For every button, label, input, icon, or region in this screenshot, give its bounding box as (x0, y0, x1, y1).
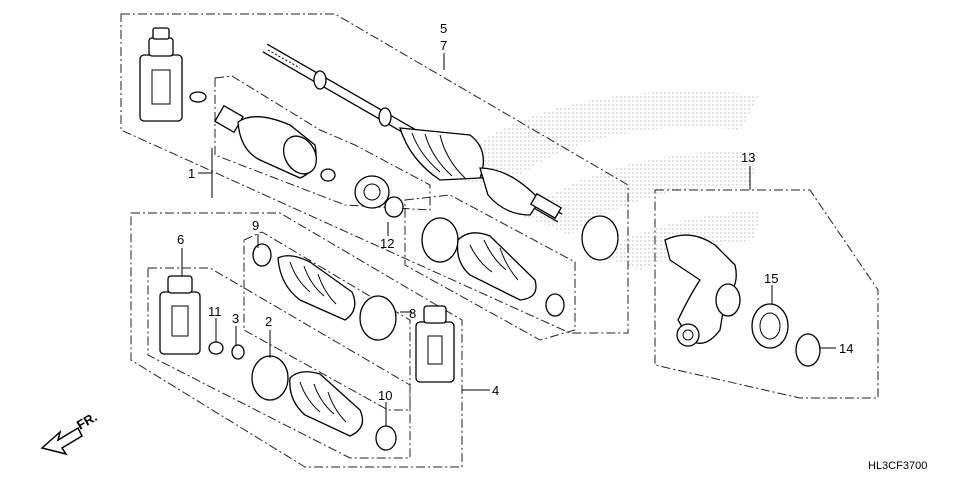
callout-6: 6 (177, 232, 184, 247)
bearing-cage (354, 175, 390, 209)
frame-boot-kit-inner (243, 231, 411, 411)
frame-outer-boot-kit (404, 194, 576, 341)
callout-3: 3 (232, 311, 239, 326)
bearing-15 (751, 303, 789, 349)
knuckle (664, 234, 741, 347)
snap-ring-11 (208, 341, 224, 355)
boot-band-10 (375, 425, 397, 451)
boot-band-right (581, 215, 619, 261)
drive-shaft (262, 43, 563, 223)
callout-12: 12 (380, 236, 394, 251)
callout-15: 15 (764, 271, 778, 286)
grease-tube-mid (159, 275, 201, 355)
callout-4: 4 (492, 383, 499, 398)
boot-band-large (421, 217, 459, 263)
callout-9: 9 (252, 218, 259, 233)
callout-14: 14 (839, 341, 853, 356)
outer-boot (456, 232, 537, 301)
callout-7: 7 (440, 38, 447, 53)
grease-tube-right (415, 305, 455, 383)
boot-band-9 (252, 243, 272, 267)
callout-11: 11 (208, 304, 222, 319)
snap-ring-12 (384, 196, 404, 218)
frame-inner-joint (214, 75, 431, 211)
outer-boot-2 (289, 371, 364, 437)
callout-10: 10 (378, 388, 392, 403)
callout-13: 13 (741, 150, 755, 165)
boot-band-8 (359, 295, 397, 341)
circlip-3 (231, 344, 245, 360)
inner-boot-9 (277, 255, 356, 321)
boot-band-small (545, 293, 565, 317)
frame-boot-kit-outer (147, 267, 411, 459)
frame-knuckle-assembly (654, 189, 879, 399)
callout-1: 1 (188, 166, 195, 181)
leader-lines (181, 53, 836, 426)
snap-ring-top (189, 91, 207, 103)
frame-shaft-assembly (120, 13, 629, 334)
front-direction-arrow: FR. (40, 409, 100, 456)
snap-ring-14 (795, 333, 821, 367)
callout-8: 8 (409, 306, 416, 321)
inner-joint-housing (214, 104, 318, 179)
callout-2: 2 (265, 314, 272, 329)
callout-5: 5 (440, 21, 447, 36)
circlip-inner (320, 168, 336, 182)
grease-tube-top (139, 27, 183, 122)
frame-joint-boot-set-4 (130, 212, 463, 468)
boot-band-2 (251, 355, 289, 401)
diagram-code: HL3CF3700 (868, 460, 927, 472)
